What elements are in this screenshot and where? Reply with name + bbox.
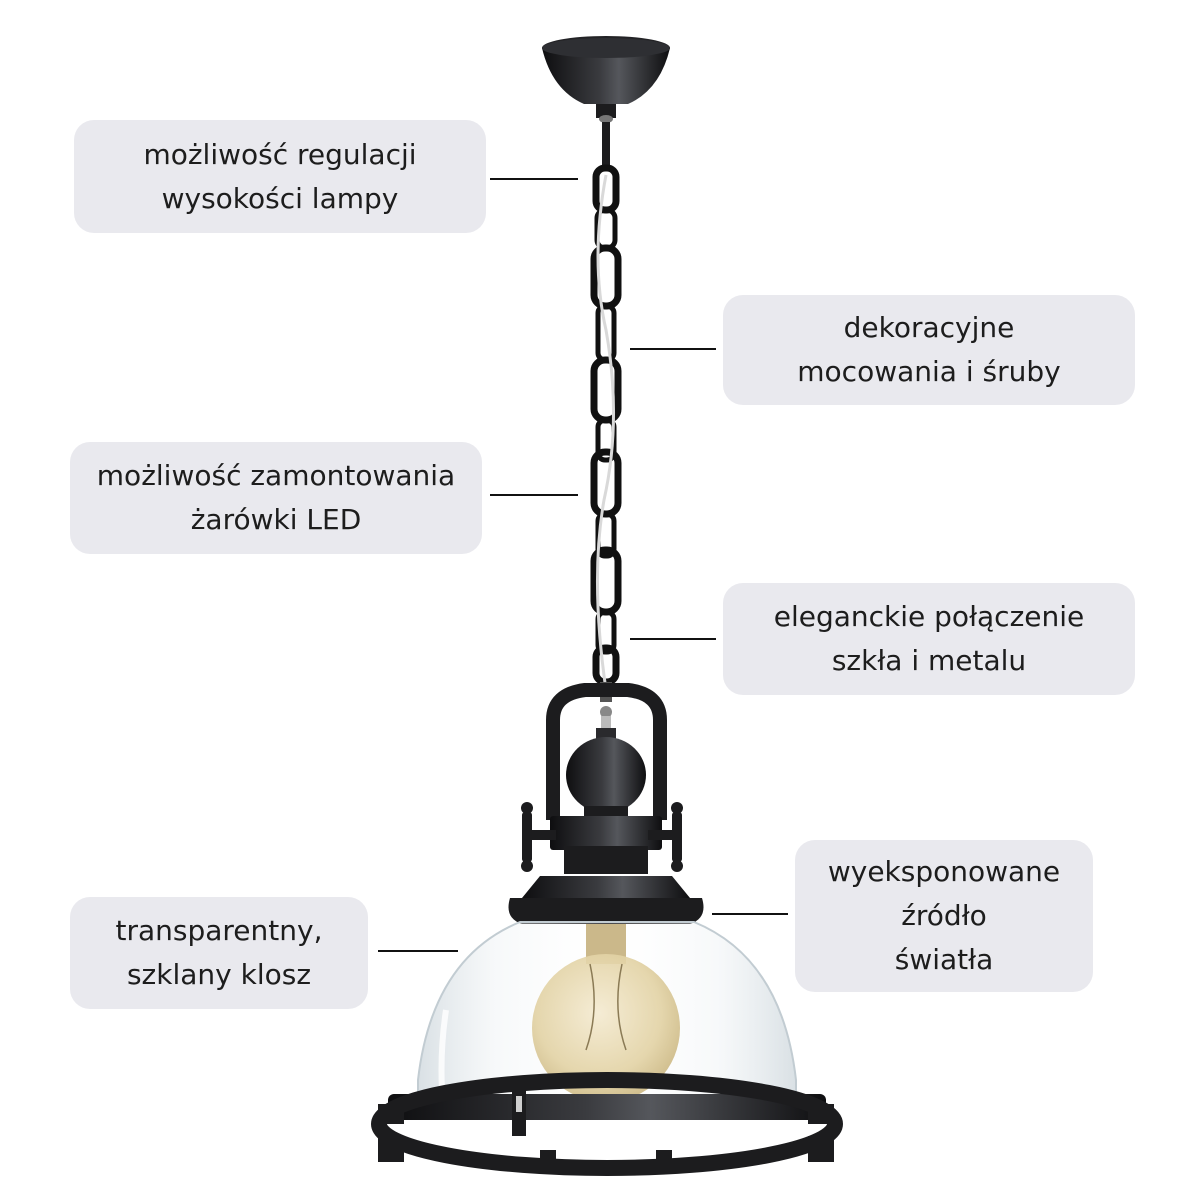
leader-line-decorative-mounts <box>630 348 716 350</box>
lamp-neck <box>508 728 704 924</box>
edison-bulb <box>532 924 680 1102</box>
callout-line: dekoracyjne <box>843 311 1015 344</box>
callout-line: wyeksponowane <box>827 855 1061 888</box>
callout-decorative-mounts: dekoracyjne mocowania i śruby <box>723 295 1135 405</box>
side-bolts <box>521 802 683 872</box>
leader-line-led-bulb <box>490 494 578 496</box>
ceiling-canopy <box>542 36 670 168</box>
leader-line-glass-metal <box>630 638 716 640</box>
callout-line: eleganckie połączenie <box>773 600 1085 633</box>
callout-exposed-light: wyeksponowane źródło światła <box>795 840 1093 992</box>
callout-line: światła <box>894 943 994 976</box>
chain <box>590 164 622 686</box>
yoke-bracket <box>546 682 667 820</box>
leader-line-glass-shade <box>378 950 458 952</box>
leader-line-exposed-light <box>712 913 788 915</box>
callout-line: transparentny, <box>115 914 323 947</box>
callout-line: wysokości lampy <box>161 181 399 215</box>
callout-height-adjust: możliwość regulacji wysokości lampy <box>74 120 486 233</box>
callout-line: możliwość regulacji <box>143 137 417 171</box>
callout-led-bulb: możliwość zamontowania żarówki LED <box>70 442 482 554</box>
callout-line: źródło <box>901 899 987 932</box>
callout-line: szkła i metalu <box>831 644 1027 677</box>
callout-glass-metal: eleganckie połączenie szkła i metalu <box>723 583 1135 695</box>
callout-line: mocowania i śruby <box>797 355 1061 388</box>
cable <box>596 174 615 691</box>
callout-line: żarówki LED <box>190 503 362 536</box>
leader-line-height-adjust <box>490 178 578 180</box>
bottom-frame-ring <box>371 1072 843 1176</box>
callout-glass-shade: transparentny, szklany klosz <box>70 897 368 1009</box>
callout-line: szklany klosz <box>126 958 312 991</box>
callout-line: możliwość zamontowania <box>96 459 456 492</box>
